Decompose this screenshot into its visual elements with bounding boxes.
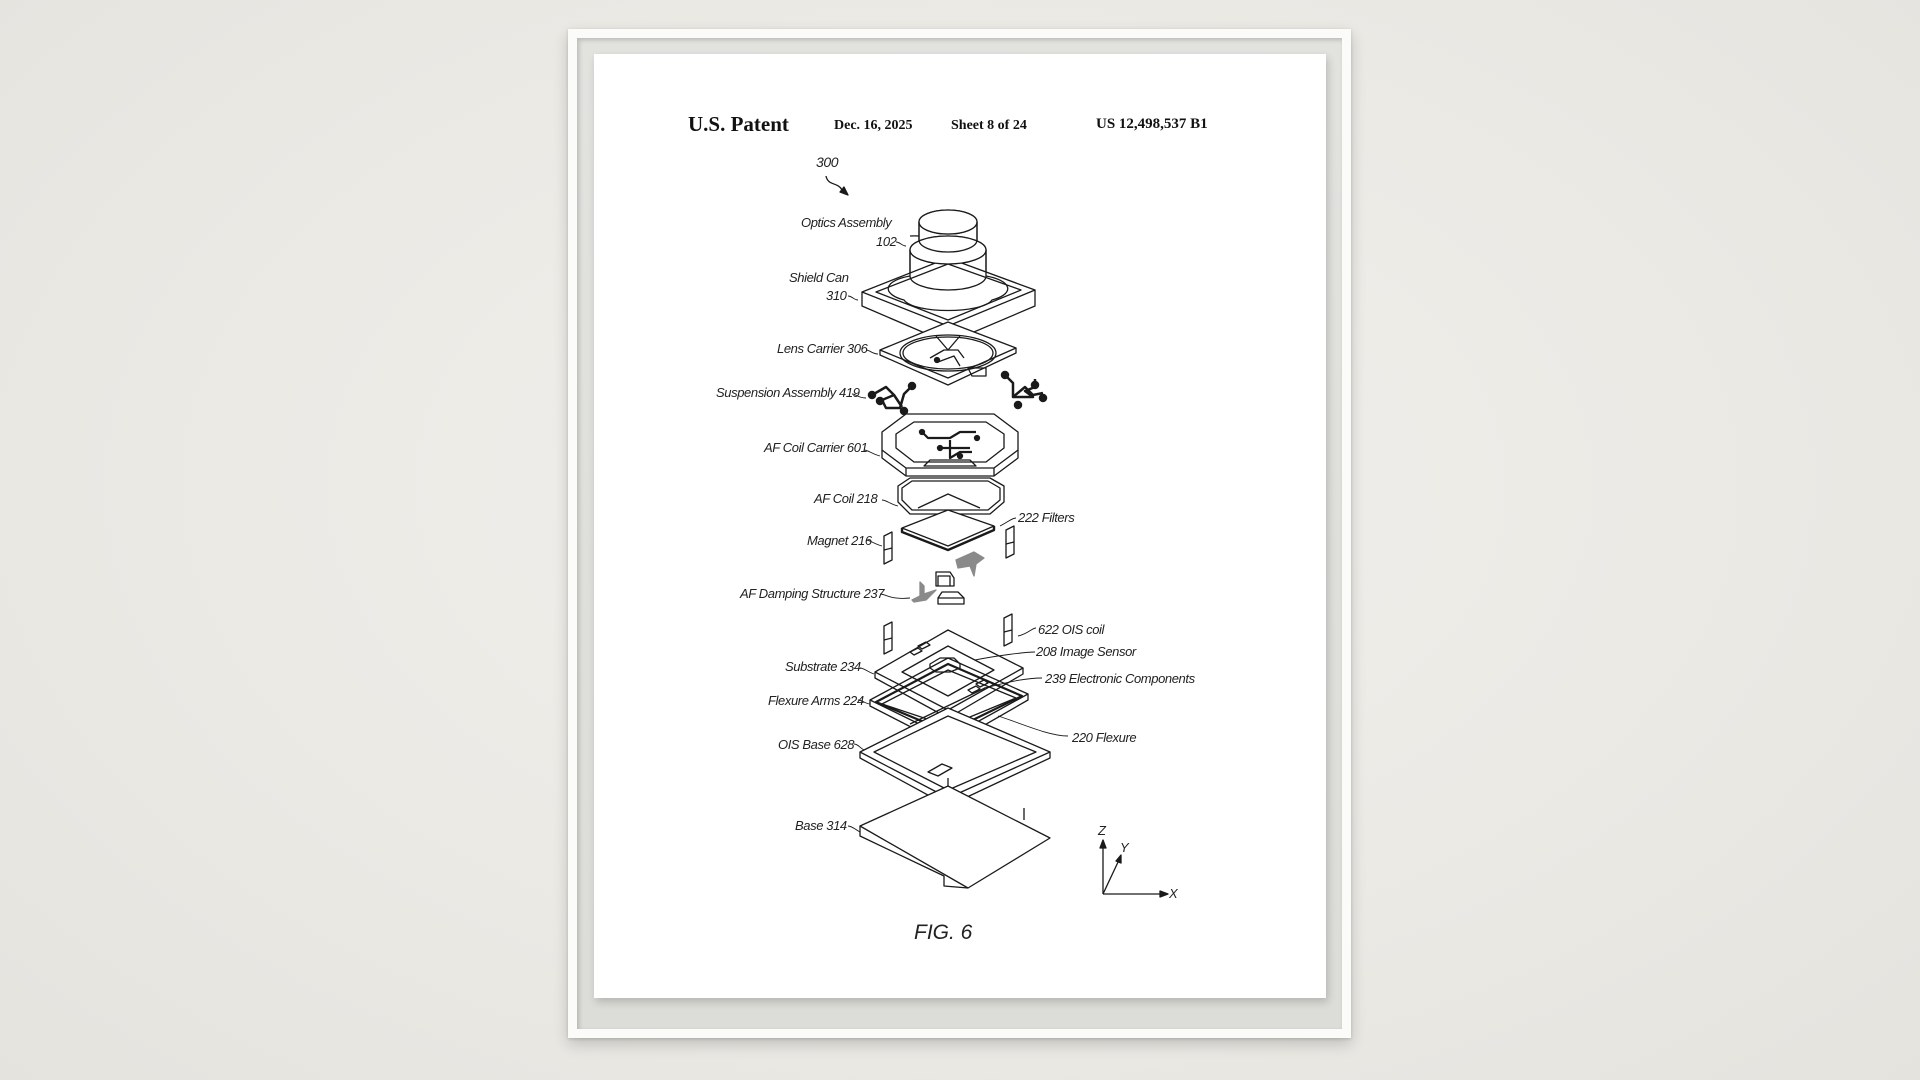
label-optics-assembly: Optics Assembly — [801, 215, 892, 230]
axis-label-y: Y — [1120, 840, 1129, 855]
patent-office-title: U.S. Patent — [688, 112, 789, 136]
label-lens-carrier: Lens Carrier 306 — [777, 341, 868, 356]
label-af-coil: AF Coil 218 — [814, 491, 878, 506]
label-af-damping-structure: AF Damping Structure 237 — [740, 586, 885, 601]
label-shield-can: Shield Can — [789, 270, 849, 285]
label-base: Base 314 — [795, 818, 847, 833]
label-electronic-components: 239 Electronic Components — [1045, 671, 1195, 686]
figure-caption: FIG. 6 — [914, 921, 973, 944]
reference-number-300: 300 — [816, 154, 839, 170]
label-ois-coil: 622 OIS coil — [1038, 622, 1105, 637]
axis-label-z: Z — [1098, 823, 1106, 838]
label-flexure-arms: Flexure Arms 224 — [768, 693, 864, 708]
patent-date: Dec. 16, 2025 — [834, 118, 913, 133]
label-flexure: 220 Flexure — [1072, 730, 1137, 745]
label-optics-assembly-num: 102 — [876, 234, 897, 249]
label-substrate: Substrate 234 — [785, 659, 861, 674]
label-ois-base: OIS Base 628 — [778, 737, 855, 752]
patent-number: US 12,498,537 B1 — [1096, 116, 1208, 132]
label-af-coil-carrier: AF Coil Carrier 601 — [764, 440, 868, 455]
label-suspension-assembly: Suspension Assembly 419 — [716, 385, 860, 400]
label-shield-can-num: 310 — [826, 288, 847, 303]
label-image-sensor: 208 Image Sensor — [1036, 644, 1136, 659]
patent-sheet — [594, 54, 1326, 998]
sheet-number: Sheet 8 of 24 — [951, 118, 1027, 133]
label-filters: 222 Filters — [1018, 510, 1075, 525]
label-magnet: Magnet 216 — [807, 533, 872, 548]
axis-label-x: X — [1169, 886, 1178, 901]
